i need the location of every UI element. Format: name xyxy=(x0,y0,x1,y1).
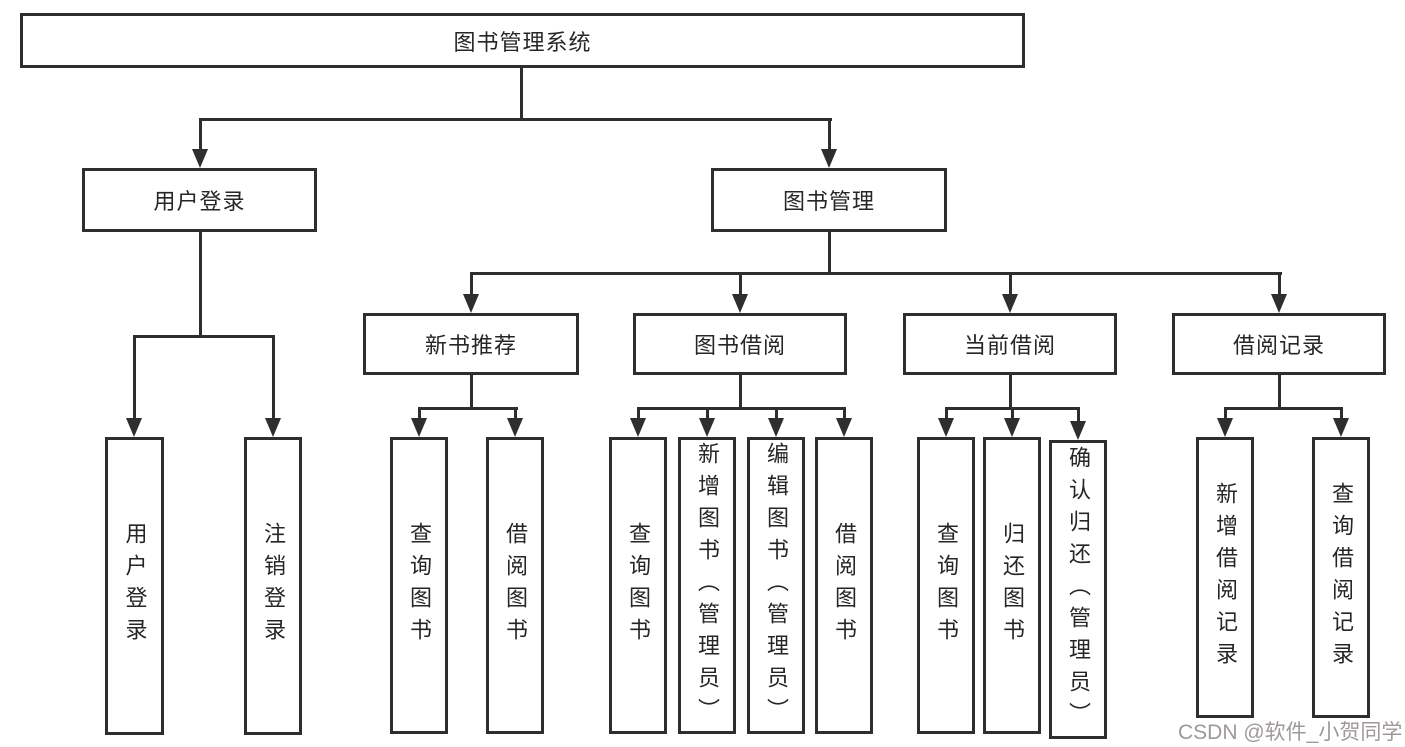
arrow-to-br-query xyxy=(1333,418,1349,437)
node-leaf-user-login: 用户登录 xyxy=(105,437,164,735)
connector-new-book-rec-bar xyxy=(418,407,518,410)
node-root: 图书管理系统 xyxy=(20,13,1025,68)
node-book-borrow-label: 图书借阅 xyxy=(693,333,786,358)
connector-stub-book-borrow xyxy=(739,272,742,297)
arrow-to-rec-borrow xyxy=(507,418,523,437)
connector-book-borrow-bar xyxy=(637,407,846,410)
node-leaf-br-query-record-label: 查询借阅记录 xyxy=(1329,481,1354,674)
node-new-book-rec: 新书推荐 xyxy=(363,313,579,375)
connector-stub-rec-query xyxy=(418,407,421,421)
node-leaf-bb-query-books-label: 查询图书 xyxy=(626,521,651,650)
node-leaf-user-login-label: 用户登录 xyxy=(122,522,148,650)
node-leaf-rec-borrow-books: 借阅图书 xyxy=(486,437,544,734)
node-user-login-label: 用户登录 xyxy=(153,189,246,214)
arrow-to-login xyxy=(126,418,142,437)
node-leaf-br-query-record: 查询借阅记录 xyxy=(1312,437,1370,718)
connector-current-borrow-trunk xyxy=(1009,375,1012,410)
arrow-to-book-borrow xyxy=(732,294,748,313)
arrow-to-book-mgmt xyxy=(821,149,837,168)
connector-stub-cb-confirm xyxy=(1077,407,1080,424)
arrow-to-current-borrow xyxy=(1002,294,1018,313)
node-borrow-records: 借阅记录 xyxy=(1172,313,1386,375)
connector-stub-cb-query xyxy=(945,407,948,421)
connector-stub-rec-borrow xyxy=(514,407,517,421)
node-leaf-rec-query-books-label: 查询图书 xyxy=(407,521,432,650)
connector-user-login-bar xyxy=(133,335,275,338)
node-leaf-logout: 注销登录 xyxy=(244,437,302,735)
connector-root-trunk xyxy=(520,66,523,121)
connector-stub-user-login xyxy=(199,118,202,151)
node-leaf-bb-add-books-admin-label: 新增图书（管理员） xyxy=(695,441,720,730)
connector-borrow-records-bar xyxy=(1224,407,1343,410)
connector-stub-login xyxy=(133,335,136,420)
connector-stub-cb-return xyxy=(1011,407,1014,421)
node-leaf-cb-confirm-return-admin: 确认归还（管理员） xyxy=(1049,440,1107,739)
node-leaf-bb-edit-books-admin-label: 编辑图书（管理员） xyxy=(764,441,789,730)
node-leaf-bb-borrow-books-label: 借阅图书 xyxy=(832,521,857,650)
connector-new-book-rec-trunk xyxy=(470,375,473,410)
connector-stub-bb-add xyxy=(706,407,709,421)
node-leaf-br-add-record-label: 新增借阅记录 xyxy=(1213,481,1238,674)
node-current-borrow: 当前借阅 xyxy=(903,313,1117,375)
csdn-watermark: CSDN @软件_小贺同学 xyxy=(1178,721,1403,744)
node-book-borrow: 图书借阅 xyxy=(633,313,847,375)
node-user-login: 用户登录 xyxy=(82,168,317,232)
node-current-borrow-label: 当前借阅 xyxy=(963,333,1056,358)
connector-stub-current-borrow xyxy=(1009,272,1012,297)
node-borrow-records-label: 借阅记录 xyxy=(1232,333,1325,358)
arrow-to-borrow-records xyxy=(1271,294,1287,313)
node-leaf-logout-label: 注销登录 xyxy=(261,522,286,650)
arrow-to-br-add xyxy=(1217,418,1233,437)
connector-book-borrow-trunk xyxy=(739,375,742,410)
connector-stub-br-query xyxy=(1340,407,1343,421)
arrow-to-bb-edit xyxy=(768,418,784,437)
arrow-to-cb-confirm xyxy=(1070,421,1086,440)
connector-stub-logout xyxy=(272,335,275,420)
node-leaf-bb-borrow-books: 借阅图书 xyxy=(815,437,873,734)
arrow-to-cb-return xyxy=(1004,418,1020,437)
connector-book-mgmt-bar xyxy=(470,272,1282,275)
node-book-mgmt: 图书管理 xyxy=(711,168,947,232)
connector-user-login-trunk xyxy=(199,232,202,338)
connector-stub-br-add xyxy=(1224,407,1227,421)
arrow-to-cb-query xyxy=(938,418,954,437)
connector-stub-book-mgmt xyxy=(828,118,831,151)
arrow-to-rec-query xyxy=(411,418,427,437)
node-leaf-cb-return-books: 归还图书 xyxy=(983,437,1041,734)
connector-book-mgmt-trunk xyxy=(828,232,831,275)
node-leaf-cb-confirm-return-admin-label: 确认归还（管理员） xyxy=(1066,445,1091,734)
connector-stub-borrow-records xyxy=(1278,272,1281,297)
arrow-to-logout xyxy=(265,418,281,437)
node-leaf-cb-query-books-label: 查询图书 xyxy=(934,521,959,650)
connector-stub-new-book-rec xyxy=(470,272,473,297)
arrow-to-bb-query xyxy=(630,418,646,437)
node-leaf-br-add-record: 新增借阅记录 xyxy=(1196,437,1254,718)
node-root-label: 图书管理系统 xyxy=(453,29,592,55)
node-new-book-rec-label: 新书推荐 xyxy=(424,333,517,358)
node-leaf-bb-add-books-admin: 新增图书（管理员） xyxy=(678,437,736,734)
node-book-mgmt-label: 图书管理 xyxy=(782,189,875,214)
node-leaf-bb-edit-books-admin: 编辑图书（管理员） xyxy=(747,437,805,734)
arrow-to-new-book-rec xyxy=(463,294,479,313)
node-leaf-cb-return-books-label: 归还图书 xyxy=(1000,521,1025,650)
arrow-to-bb-borrow xyxy=(836,418,852,437)
connector-stub-bb-edit xyxy=(775,407,778,421)
node-leaf-bb-query-books: 查询图书 xyxy=(609,437,667,734)
arrow-to-user-login xyxy=(192,149,208,168)
connector-stub-bb-borrow xyxy=(843,407,846,421)
node-leaf-cb-query-books: 查询图书 xyxy=(917,437,975,734)
arrow-to-bb-add xyxy=(699,418,715,437)
connector-root-bar xyxy=(199,118,832,121)
node-leaf-rec-borrow-books-label: 借阅图书 xyxy=(503,521,528,650)
node-leaf-rec-query-books: 查询图书 xyxy=(390,437,448,734)
connector-stub-bb-query xyxy=(637,407,640,421)
connector-borrow-records-trunk xyxy=(1278,375,1281,410)
